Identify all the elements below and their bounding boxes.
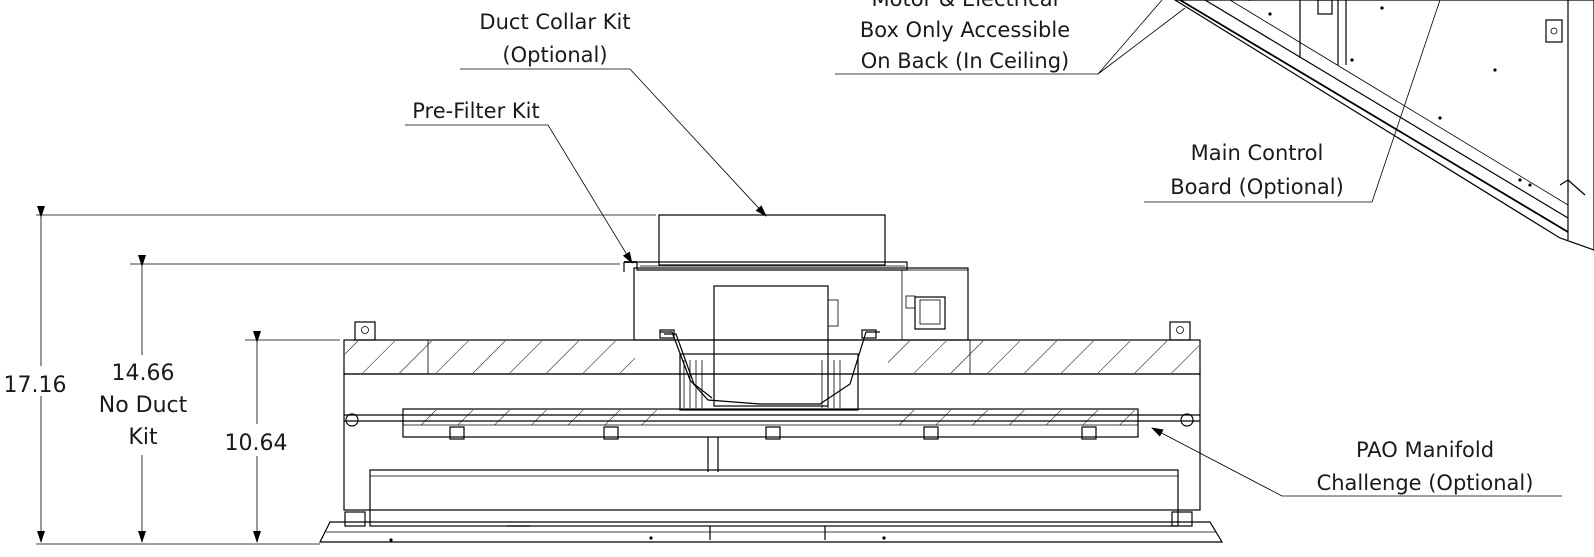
dim-no-duct-line2: No Duct bbox=[99, 393, 188, 418]
dimensions: 17.16 14.66 No Duct Kit 10.64 bbox=[0, 206, 656, 545]
hepa-filter bbox=[369, 469, 1179, 527]
dim-no-duct-line3: Kit bbox=[128, 425, 158, 450]
pre-filter-label: Pre-Filter Kit bbox=[412, 99, 540, 123]
motor-label-line1: Motor & Electrical bbox=[872, 0, 1059, 11]
callouts: Duct Collar Kit (Optional) Motor & Elect… bbox=[405, 0, 1562, 497]
dim-housing-value: 10.64 bbox=[225, 431, 288, 456]
dim-overall-value: 17.16 bbox=[4, 373, 67, 398]
motor-label-line3: On Back (In Ceiling) bbox=[861, 49, 1069, 73]
dim-no-duct-value: 14.66 bbox=[112, 361, 175, 386]
pao-label-line1: PAO Manifold bbox=[1356, 438, 1494, 462]
exploded-unit-view bbox=[1173, 0, 1594, 251]
housing bbox=[343, 373, 1201, 511]
duct-collar bbox=[658, 214, 886, 266]
duct-collar-label-line1: Duct Collar Kit bbox=[479, 10, 630, 34]
pao-label-line2: Challenge (Optional) bbox=[1317, 471, 1534, 495]
pao-manifold bbox=[402, 408, 1139, 438]
main-control-label-line2: Board (Optional) bbox=[1170, 175, 1344, 199]
motor-label-line2: Box Only Accessible bbox=[860, 18, 1070, 42]
unit-front-elevation bbox=[319, 214, 1224, 543]
duct-collar-label-line2: (Optional) bbox=[502, 43, 607, 67]
pre-filter bbox=[636, 261, 908, 271]
fan-motor bbox=[713, 285, 829, 407]
main-control-label-line1: Main Control bbox=[1191, 141, 1324, 165]
